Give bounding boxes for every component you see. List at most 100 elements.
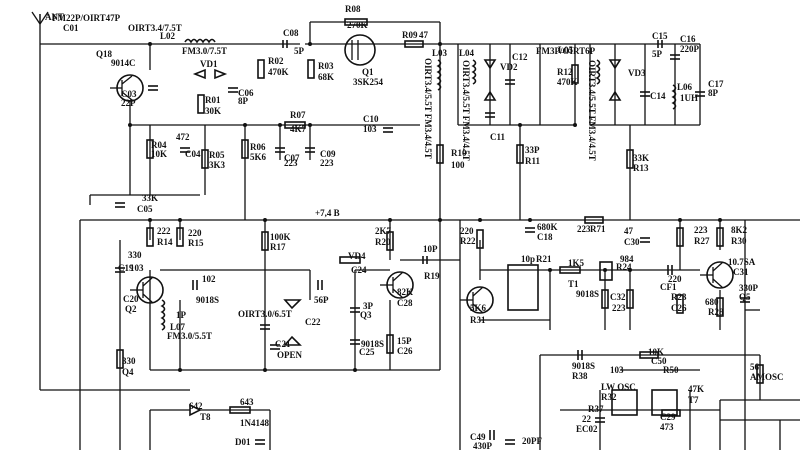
capacitor-c30 bbox=[640, 237, 650, 243]
varicap-vd3-a bbox=[608, 59, 622, 70]
capacitor-c32 bbox=[740, 297, 750, 303]
resistor-r15 bbox=[176, 227, 184, 247]
label-115: C26 bbox=[397, 346, 413, 356]
label-60: R10 bbox=[451, 148, 467, 158]
label-21: 68K bbox=[318, 72, 334, 82]
label-90: C19 bbox=[118, 263, 134, 273]
label-105: C24 bbox=[351, 265, 367, 275]
label-10: R01 bbox=[205, 95, 221, 105]
resistor-r22 bbox=[476, 229, 484, 249]
resistor-r11 bbox=[516, 144, 524, 164]
label-37: C16 bbox=[680, 34, 696, 44]
coil-winding-label-1: OIRT3.4/5.5T FM3.4/4.5T bbox=[461, 60, 471, 161]
resistor-r26 bbox=[626, 289, 634, 309]
label-102: C22 bbox=[305, 317, 321, 327]
resistor-r38 bbox=[116, 349, 124, 369]
resistor-r30 bbox=[716, 227, 724, 247]
wires bbox=[31, 11, 800, 450]
label-161: 20PF bbox=[522, 436, 542, 446]
resistor-r27 bbox=[676, 227, 684, 247]
label-14: R02 bbox=[268, 56, 284, 66]
label-67: 33K bbox=[142, 193, 158, 203]
resistor-r28 bbox=[676, 294, 684, 314]
label-110: 3P bbox=[363, 301, 374, 311]
label-134: R28 bbox=[708, 307, 724, 317]
label-127: Q5 bbox=[739, 292, 751, 302]
label-29: C12 bbox=[512, 52, 528, 62]
label-141: 10K bbox=[648, 347, 664, 357]
label-55: 223 bbox=[284, 158, 298, 168]
label-62: C11 bbox=[490, 132, 506, 142]
inductor-l06 bbox=[671, 84, 677, 110]
label-131: R23 bbox=[671, 292, 687, 302]
label-1: C01 bbox=[63, 23, 79, 33]
components bbox=[110, 18, 764, 445]
label-122: 220 bbox=[668, 274, 682, 284]
label-121: R24 bbox=[616, 262, 632, 272]
capacitor-c05 bbox=[115, 202, 125, 208]
label-92: 102 bbox=[202, 274, 216, 284]
label-31: L05 bbox=[558, 45, 574, 55]
label-7: VD1 bbox=[200, 59, 218, 69]
label-123: CF1 bbox=[660, 282, 677, 292]
label-84: C30 bbox=[624, 237, 640, 247]
capacitor-c04 bbox=[180, 147, 190, 153]
label-17: 5P bbox=[294, 46, 305, 56]
label-163: 473 bbox=[660, 422, 674, 432]
capacitor-c11 bbox=[485, 112, 495, 118]
label-128: 9018S bbox=[576, 289, 599, 299]
component-labels: FM22P/OIRT47PC01Q189014COIRT3.4/7.5TL02F… bbox=[45, 4, 784, 450]
resistor-r04 bbox=[146, 139, 154, 159]
capacitor-c03 bbox=[148, 85, 158, 91]
label-94: Q2 bbox=[125, 304, 137, 314]
label-78: R22 bbox=[460, 236, 476, 246]
label-99: OIRT3.0/6.5T bbox=[238, 309, 292, 319]
lw-osc-coil-t8 bbox=[651, 389, 678, 416]
resistor-r50 bbox=[639, 351, 659, 359]
label-69: 222 bbox=[157, 226, 171, 236]
label-117: R21 bbox=[536, 254, 552, 264]
ceramic-filter-cf1 bbox=[599, 261, 613, 281]
label-65: 33K bbox=[633, 153, 649, 163]
label-18: R08 bbox=[345, 4, 361, 14]
resistor-r32 bbox=[756, 364, 764, 384]
label-53: 4K7 bbox=[290, 124, 307, 134]
label-43: 8P bbox=[708, 88, 719, 98]
capacitor-c18 bbox=[525, 227, 535, 233]
label-57: 223 bbox=[320, 158, 334, 168]
resistor-r21 bbox=[386, 334, 394, 354]
label-51: 5K6 bbox=[250, 152, 267, 162]
label-36: 5P bbox=[652, 49, 663, 59]
label-159: C49 bbox=[470, 432, 486, 442]
label-125: C31 bbox=[733, 267, 749, 277]
capacitor-c29 bbox=[489, 430, 495, 440]
capacitor-c49 bbox=[595, 417, 605, 423]
resistor-r49 bbox=[661, 409, 681, 417]
label-104: VD4 bbox=[348, 251, 366, 261]
label-119: T1 bbox=[568, 279, 579, 289]
resistor-r14 bbox=[146, 227, 154, 247]
varicap-vd2-a bbox=[483, 59, 497, 70]
resistor-r01 bbox=[197, 94, 205, 114]
label-27: L04 bbox=[459, 48, 475, 58]
label-72: R15 bbox=[188, 238, 204, 248]
label-157: 22 bbox=[582, 414, 592, 424]
label-98: FM3.0/5.5T bbox=[167, 331, 212, 341]
resistor-r10 bbox=[436, 144, 444, 164]
label-150: T7 bbox=[688, 395, 699, 405]
varicap-vd1-b bbox=[214, 68, 228, 80]
varicap-vd2-b bbox=[483, 90, 497, 101]
label-162: C29 bbox=[660, 412, 676, 422]
label-4: OIRT3.4/7.5T bbox=[128, 23, 182, 33]
label-64: R11 bbox=[525, 156, 541, 166]
resistor-r08 bbox=[344, 18, 368, 26]
label-0: FM22P/OIRT47P bbox=[52, 13, 121, 23]
inductor-l04 bbox=[471, 59, 477, 85]
label-106: 10P bbox=[423, 244, 438, 254]
capacitor-c15 bbox=[657, 40, 663, 48]
capacitor-c50 bbox=[577, 350, 583, 360]
resistor-r07 bbox=[284, 121, 306, 129]
label-26: L03 bbox=[432, 48, 448, 58]
label-74: R17 bbox=[270, 242, 286, 252]
